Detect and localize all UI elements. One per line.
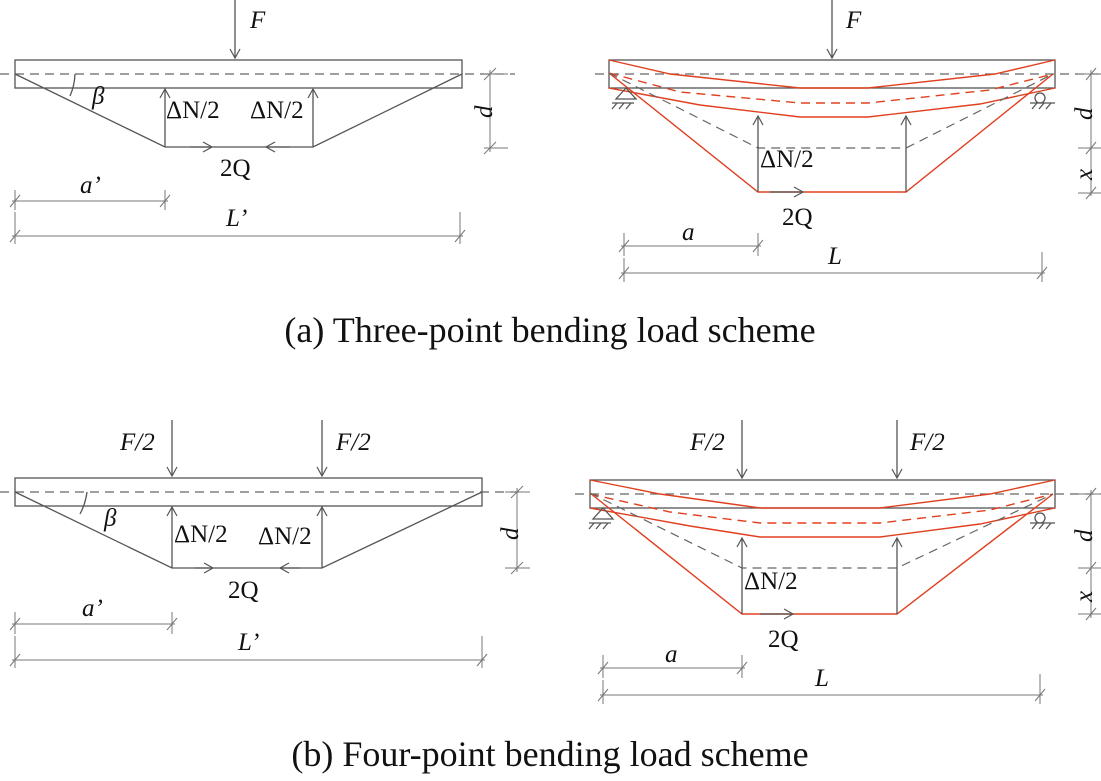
neutral-axis-label: x bbox=[1071, 591, 1098, 603]
panel-b-right-crack-model: F/2 F/2 ΔN/2 2Q d x a bbox=[575, 420, 1101, 704]
angle-arc bbox=[69, 73, 76, 97]
shear-label: 2Q bbox=[220, 155, 251, 182]
crack-line-bottom bbox=[608, 87, 1056, 118]
span-label: L’ bbox=[237, 629, 259, 656]
span-dimension bbox=[9, 212, 466, 244]
angle-label: β bbox=[103, 505, 117, 532]
strut-tie-dashed bbox=[608, 72, 1054, 149]
force-label-left: ΔN/2 bbox=[166, 97, 220, 124]
depth-dimension bbox=[1078, 67, 1101, 200]
strut-tie-dashed bbox=[589, 492, 1054, 569]
depth-label: d bbox=[471, 105, 498, 118]
crack-line-dashed bbox=[608, 72, 1054, 104]
load-label-left: F/2 bbox=[689, 429, 725, 456]
shear-span-dimension bbox=[618, 233, 764, 256]
strut-tie-lines bbox=[14, 73, 463, 148]
crack-line-dashed bbox=[589, 493, 1054, 524]
span-dimension bbox=[597, 674, 1046, 704]
load-label: F bbox=[249, 7, 266, 34]
shear-span-label: a bbox=[682, 219, 695, 246]
load-label-left: F/2 bbox=[119, 429, 155, 456]
shear-span-dimension bbox=[597, 655, 748, 678]
caption-b: (b) Four-point bending load scheme bbox=[291, 734, 808, 774]
span-label: L bbox=[827, 243, 842, 270]
shear-label: 2Q bbox=[768, 626, 799, 653]
shear-span-label: a’ bbox=[80, 172, 101, 199]
shear-span-label: a’ bbox=[82, 595, 103, 622]
force-label: ΔN/2 bbox=[760, 146, 814, 173]
panel-a-right-crack-model: F ΔN/2 2Q d x a bbox=[595, 0, 1101, 282]
load-label-right: F/2 bbox=[909, 429, 945, 456]
load-label: F bbox=[845, 7, 862, 34]
angle-label: β bbox=[91, 83, 105, 110]
force-label-right: ΔN/2 bbox=[258, 523, 312, 550]
strut-tie-red bbox=[589, 492, 1054, 615]
load-label-right: F/2 bbox=[335, 429, 371, 456]
roller-support-icon bbox=[1030, 512, 1055, 530]
shear-span-dimension bbox=[9, 190, 171, 210]
shear-label: 2Q bbox=[228, 577, 259, 604]
panel-a-left-strut-tie-model: F β ΔN/2 ΔN/2 2Q d a’ L’ bbox=[0, 0, 515, 244]
shear-span-dimension bbox=[9, 612, 178, 634]
pin-support-icon bbox=[611, 87, 638, 110]
angle-arc bbox=[79, 491, 88, 515]
depth-dimension bbox=[1078, 487, 1101, 621]
depth-label: d bbox=[497, 527, 524, 540]
crack-line-top bbox=[608, 59, 1056, 89]
crack-line-bottom bbox=[589, 507, 1056, 538]
crack-line-top bbox=[589, 479, 1056, 509]
span-label: L’ bbox=[225, 205, 247, 232]
span-dimension bbox=[618, 252, 1048, 282]
force-label-right: ΔN/2 bbox=[250, 97, 304, 124]
pin-support-icon bbox=[588, 507, 615, 530]
depth-label: d bbox=[1071, 529, 1098, 542]
roller-support-icon bbox=[1030, 92, 1055, 110]
neutral-axis-label: x bbox=[1071, 169, 1098, 181]
span-label: L bbox=[814, 665, 829, 692]
force-label-left: ΔN/2 bbox=[174, 521, 228, 548]
depth-label: d bbox=[1071, 107, 1098, 120]
depth-dimension bbox=[505, 485, 530, 575]
shear-span-label: a bbox=[665, 641, 678, 668]
strut-tie-red bbox=[608, 72, 1054, 193]
panel-b-left-strut-tie-model: F/2 F/2 β ΔN/2 ΔN/2 2Q d a’ L’ bbox=[0, 420, 530, 668]
force-label: ΔN/2 bbox=[744, 568, 798, 595]
caption-a: (a) Three-point bending load scheme bbox=[284, 310, 815, 350]
shear-label: 2Q bbox=[782, 204, 813, 231]
span-dimension bbox=[9, 636, 488, 668]
depth-dimension bbox=[483, 67, 508, 155]
strut-tie-lines bbox=[14, 491, 483, 569]
